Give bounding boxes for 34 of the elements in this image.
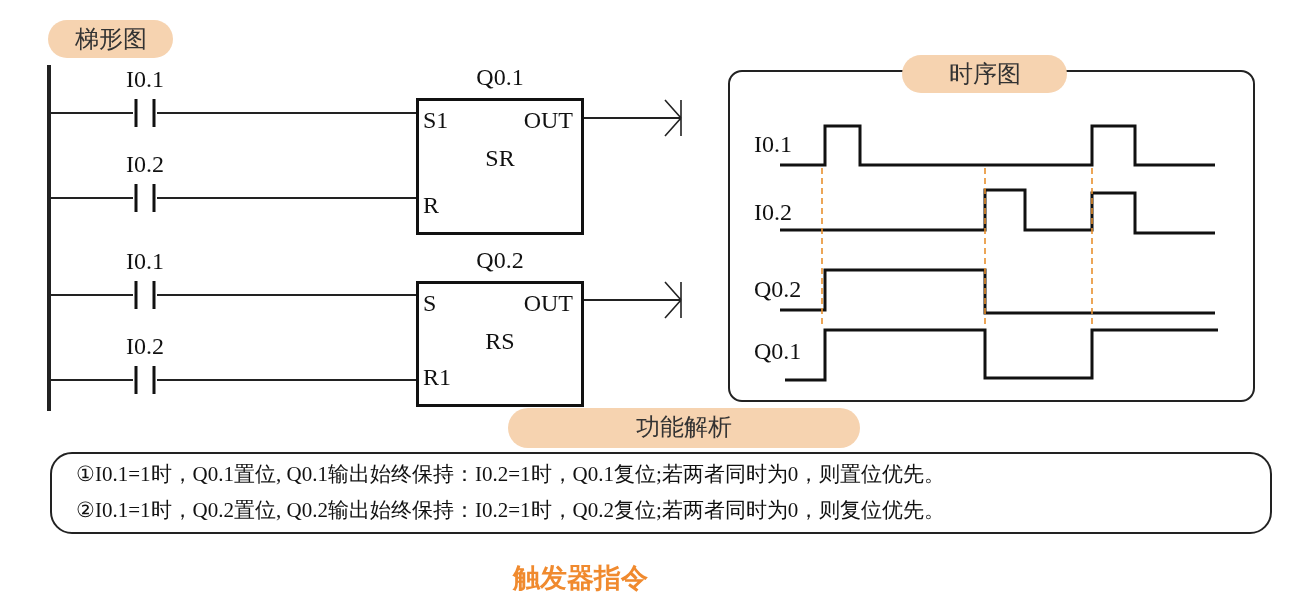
signal-label: Q0.1: [754, 338, 802, 364]
wire: [156, 379, 417, 381]
pin-label: S: [423, 290, 437, 316]
contact-label: I0.2: [125, 151, 165, 177]
wire: [50, 112, 134, 114]
signal-label: I0.1: [754, 131, 792, 157]
power-rail: [47, 65, 51, 411]
caption: 触发器指令: [511, 562, 649, 595]
description-line: ②I0.1=1时，Q0.2置位, Q0.2输出始终保持：I0.2=1时，Q0.2复位;若两者同时为0，则复位优先。: [76, 497, 946, 524]
wire: [156, 197, 417, 199]
output-address-label: Q0.2: [475, 247, 525, 273]
block-type-label: RS: [484, 328, 516, 354]
wire: [50, 197, 134, 199]
section-tag: 梯形图: [48, 20, 173, 58]
pin-label: S1: [423, 107, 449, 133]
section-tag: 功能解析: [508, 408, 860, 448]
description-line: ①I0.1=1时，Q0.1置位, Q0.1输出始终保持：I0.2=1时，Q0.1复位;若两者同时为0，则置位优先。: [76, 461, 946, 488]
pin-label: R1: [423, 364, 451, 390]
pin-label: OUT: [523, 107, 573, 133]
contact-label: I0.2: [125, 333, 165, 359]
signal-label: I0.2: [754, 199, 792, 225]
wire: [50, 379, 134, 381]
wire: [156, 294, 417, 296]
contact-label: I0.1: [125, 248, 165, 274]
contact-label: I0.1: [125, 66, 165, 92]
wire: [50, 294, 134, 296]
wire: [156, 112, 417, 114]
block-type-label: SR: [484, 145, 516, 171]
pin-label: R: [423, 192, 439, 218]
pin-label: OUT: [523, 290, 573, 316]
analysis-panel: [50, 452, 1272, 534]
section-tag: 时序图: [902, 55, 1067, 93]
output-address-label: Q0.1: [475, 64, 525, 90]
signal-label: Q0.2: [754, 276, 802, 302]
